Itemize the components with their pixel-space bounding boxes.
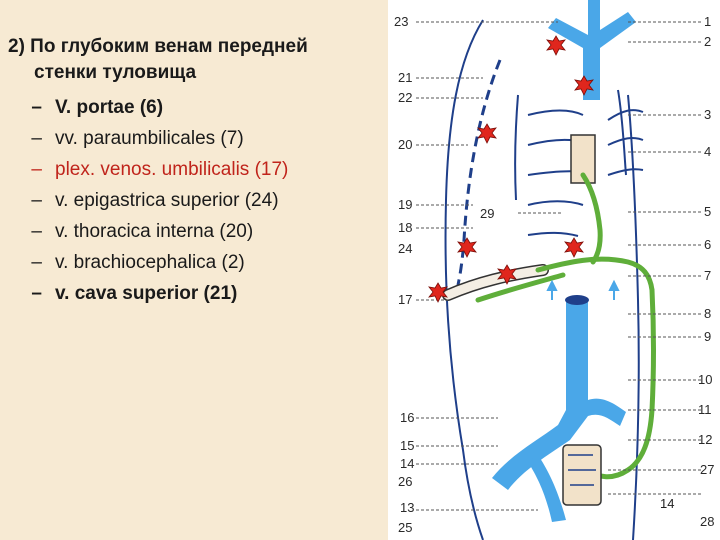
leader-lines bbox=[416, 21, 703, 511]
list-item-text: v. brachiocephalica (2) bbox=[55, 252, 245, 273]
right-labels: 1 2 3 4 5 6 7 8 9 10 11 12 27 28 bbox=[698, 14, 714, 529]
label-2: 2 bbox=[704, 34, 711, 49]
label-16: 16 bbox=[400, 410, 414, 425]
left-labels: 23 21 22 20 19 18 24 17 16 15 14 26 13 2… bbox=[394, 14, 414, 535]
label-3: 3 bbox=[704, 107, 711, 122]
label-24: 24 bbox=[398, 241, 412, 256]
label-23: 23 bbox=[394, 14, 408, 29]
thoracic-dashed-line bbox=[456, 59, 502, 286]
superior-vena-cava bbox=[548, 0, 636, 100]
lower-structure bbox=[562, 444, 602, 506]
list-item-text: v. epigastrica superior (24) bbox=[55, 190, 279, 211]
heading-line-2: стенки туловища bbox=[34, 62, 197, 83]
label-22: 22 bbox=[398, 90, 412, 105]
list-item: –v. epigastrica superior (24) bbox=[31, 190, 279, 211]
label-10: 10 bbox=[698, 372, 712, 387]
marker-star bbox=[574, 75, 594, 96]
label-28: 28 bbox=[700, 514, 714, 529]
lower-structure-veins bbox=[568, 454, 596, 486]
marker-star bbox=[477, 123, 497, 144]
label-8: 8 bbox=[704, 306, 711, 321]
ivc-opening bbox=[565, 295, 589, 305]
body-outline-right bbox=[627, 94, 640, 540]
label-7: 7 bbox=[704, 268, 711, 283]
label-25: 25 bbox=[398, 520, 412, 535]
label-29: 29 bbox=[480, 206, 494, 221]
label-11: 11 bbox=[698, 402, 712, 417]
vein-list: –V. portae (6) –vv. paraumbilicales (7) … bbox=[8, 92, 398, 309]
venous-diagram-svg: 23 21 22 20 19 18 24 17 16 15 14 26 13 2… bbox=[394, 0, 714, 540]
marker-star bbox=[428, 282, 448, 303]
label-12: 12 bbox=[698, 432, 712, 447]
list-item: –v. brachiocephalica (2) bbox=[31, 252, 245, 273]
marker-star bbox=[457, 237, 477, 258]
list-item: –plex. venos. umbilicalis (17) bbox=[31, 159, 289, 180]
label-14: 14 bbox=[400, 456, 414, 471]
heading: 2) По глубоким венам передней стенки тул… bbox=[8, 34, 398, 86]
page-number: 14 bbox=[660, 496, 674, 511]
text-block: 2) По глубоким венам передней стенки тул… bbox=[8, 34, 398, 309]
label-4: 4 bbox=[704, 144, 711, 159]
label-27: 27 bbox=[700, 462, 714, 477]
list-item-text: v. thoracica interna (20) bbox=[55, 221, 254, 242]
label-9: 9 bbox=[704, 329, 711, 344]
label-18: 18 bbox=[398, 220, 412, 235]
list-item: –vv. paraumbilicales (7) bbox=[31, 128, 244, 149]
label-26: 26 bbox=[398, 474, 412, 489]
label-21: 21 bbox=[398, 70, 412, 85]
label-13: 13 bbox=[400, 500, 414, 515]
iliac-vein bbox=[528, 455, 566, 522]
list-item: –V. portae (6) bbox=[31, 97, 164, 118]
list-item-text: V. portae (6) bbox=[55, 97, 164, 118]
red-markers bbox=[428, 35, 594, 303]
list-item: –v. thoracica interna (20) bbox=[31, 221, 254, 242]
list-item-text: vv. paraumbilicales (7) bbox=[55, 128, 244, 149]
label-20: 20 bbox=[398, 137, 412, 152]
heading-line-1: 2) По глубоким венам передней bbox=[8, 36, 308, 57]
label-5: 5 bbox=[704, 204, 711, 219]
list-item-text: v. cava superior (21) bbox=[55, 283, 238, 304]
label-19: 19 bbox=[398, 197, 412, 212]
marker-star bbox=[564, 237, 584, 258]
inferior-vena-cava bbox=[492, 300, 626, 490]
list-item-text: plex. venos. umbilicalis (17) bbox=[55, 159, 289, 180]
list-item: –v. cava superior (21) bbox=[31, 283, 238, 304]
marker-star bbox=[546, 35, 566, 56]
marker-star bbox=[497, 264, 517, 285]
green-collaterals bbox=[475, 172, 656, 480]
venous-diagram: 23 21 22 20 19 18 24 17 16 15 14 26 13 2… bbox=[388, 0, 720, 540]
label-15: 15 bbox=[400, 438, 414, 453]
flow-arrows bbox=[546, 279, 620, 300]
portal-tube bbox=[443, 265, 548, 300]
label-1: 1 bbox=[704, 14, 711, 29]
label-6: 6 bbox=[704, 237, 711, 252]
label-17: 17 bbox=[398, 292, 412, 307]
